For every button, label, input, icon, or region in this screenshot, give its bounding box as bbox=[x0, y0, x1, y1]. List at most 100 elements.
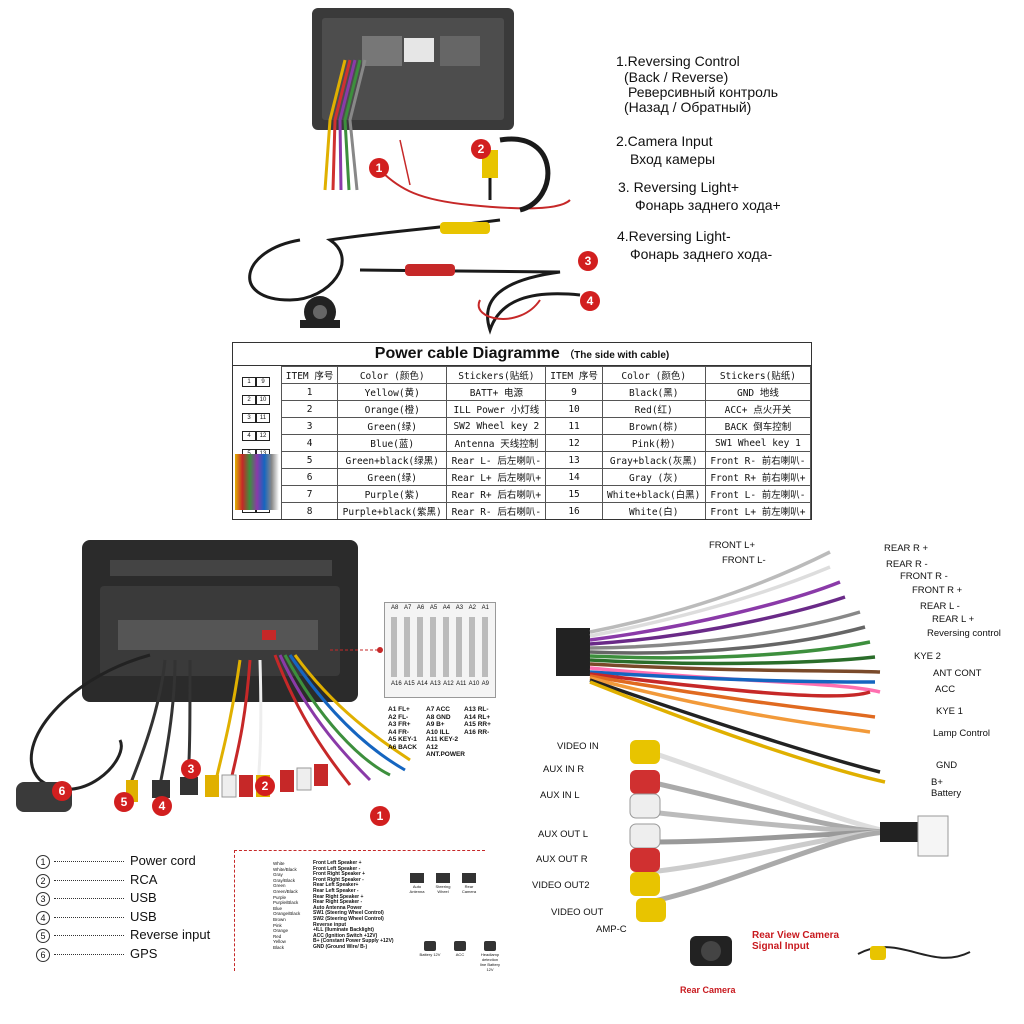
legend-number: 3 bbox=[36, 892, 50, 906]
pin-label: A10 bbox=[468, 681, 480, 687]
rca-label: VIDEO OUT2 bbox=[532, 880, 590, 891]
legend-leader bbox=[54, 879, 124, 881]
marker-3: 3 bbox=[578, 251, 598, 271]
harness-wire-label: KYE 1 bbox=[936, 706, 963, 717]
legend-leader bbox=[54, 861, 124, 862]
wire-color: Orange/Black bbox=[273, 911, 301, 917]
pin-label: A9 bbox=[481, 681, 489, 687]
pin-label: A7 bbox=[403, 605, 412, 611]
table-cell: 3 bbox=[280, 417, 339, 435]
table-header: Stickers(贴纸) bbox=[704, 366, 811, 384]
marker-4: 4 bbox=[580, 291, 600, 311]
wiring-bottom-icon-label: Battery 12V bbox=[419, 952, 441, 957]
table-header: ITEM 序号 bbox=[280, 366, 339, 384]
legend-leader bbox=[54, 953, 124, 955]
table-cell: Yellow(黄) bbox=[337, 383, 448, 401]
pin-legend-item: A9 B+ bbox=[426, 721, 445, 728]
harness-wire-label: Battery bbox=[931, 788, 962, 799]
table-cell: ACC+ 点火开关 bbox=[704, 400, 811, 418]
wiring-bottom-icon-label: ACC bbox=[455, 952, 465, 957]
pin-label: A11 bbox=[456, 681, 467, 687]
rca-label: AUX IN L bbox=[540, 790, 580, 801]
rear-camera-title: Rear View Camera bbox=[752, 930, 840, 941]
table-cell: Black(黑) bbox=[601, 383, 706, 401]
wire-color: Green/Black bbox=[273, 888, 298, 894]
pin-number: 2 bbox=[242, 395, 256, 405]
table-cell: 9 bbox=[545, 383, 603, 401]
harness-wire-label: KYE 2 bbox=[914, 651, 941, 662]
wire-function: Rear Left Speaker - bbox=[313, 887, 359, 894]
note-4-line: Фонарь заднего хода- bbox=[630, 246, 773, 262]
table-title: Power cable Diagramme bbox=[374, 345, 560, 362]
table-header: ITEM 序号 bbox=[545, 366, 603, 384]
power-cable-table-panel: Power cable Diagramme （The side with cab… bbox=[232, 342, 812, 520]
table-cell: 10 bbox=[545, 400, 603, 418]
wire-function: SW1 (Steering Wheel Control) bbox=[313, 910, 384, 917]
head-unit-wiring-photo bbox=[16, 540, 411, 812]
pin-legend-item: A7 ACC bbox=[426, 706, 450, 713]
wiring-icon-label: Rear Camera bbox=[461, 884, 477, 894]
table-cell: 13 bbox=[545, 451, 603, 469]
wiring-bottom-icon: Battery 12V bbox=[419, 941, 441, 972]
label-front-l-minus: FRONT L- bbox=[722, 555, 766, 566]
table-cell: Front L+ 前左喇叭+ bbox=[704, 502, 811, 519]
pin-legend-item bbox=[464, 736, 502, 744]
table-header: Stickers(贴纸) bbox=[446, 366, 547, 384]
pin-label: A5 bbox=[429, 605, 438, 611]
wire-color: Red bbox=[273, 933, 282, 939]
wire-color: Orange bbox=[273, 928, 289, 934]
pin-number: 3 bbox=[242, 413, 256, 423]
wiring-icon-label: Steering Wheel bbox=[435, 884, 451, 894]
pin-legend-item: A3 FR+ bbox=[388, 721, 411, 728]
harness-connector bbox=[556, 628, 590, 676]
table-cell: SW2 Wheel key 2 bbox=[446, 417, 547, 435]
harness-wire-label: REAR R - bbox=[886, 559, 928, 570]
table-cell: BATT+ 电源 bbox=[446, 383, 547, 401]
note-3-line: Фонарь заднего хода+ bbox=[635, 197, 781, 213]
table-header: Color (颜色) bbox=[601, 366, 706, 384]
table-cell: Gray+black(灰黑) bbox=[601, 451, 706, 469]
table-cell: Blue(蓝) bbox=[337, 434, 448, 452]
marker-1: 1 bbox=[369, 158, 389, 178]
rca-label: AUX OUT L bbox=[538, 829, 588, 840]
pin-number: 12 bbox=[256, 431, 270, 441]
marker-1: 1 bbox=[370, 806, 390, 826]
table-cell: Purple+black(紫黑) bbox=[337, 502, 448, 519]
pin-legend-item: A15 RR+ bbox=[464, 721, 491, 728]
wire-color: Brown bbox=[273, 916, 286, 922]
wire-color: White/Black bbox=[273, 866, 297, 872]
pin-number: 1 bbox=[242, 377, 256, 387]
legend-number: 4 bbox=[36, 910, 50, 925]
pin-number: 10 bbox=[256, 395, 270, 405]
table-cell: Green+black(绿黑) bbox=[337, 451, 448, 469]
table-cell: 12 bbox=[545, 434, 603, 452]
rca-label: AUX OUT R bbox=[536, 854, 588, 865]
harness-wire-label: REAR R + bbox=[884, 543, 929, 554]
harness-diagram bbox=[556, 550, 971, 966]
pin-legend-item bbox=[464, 744, 502, 759]
wire-function: GND (Ground Wire/ B-) bbox=[313, 943, 368, 950]
table-cell: BACK 倒车控制 bbox=[704, 417, 811, 435]
note-4-title: 4.Reversing Light- bbox=[617, 228, 731, 244]
wiring-icon: Rear Camera bbox=[459, 873, 479, 894]
table-cell: GND 地线 bbox=[704, 383, 811, 401]
table-cell: Rear L- 后左喇叭- bbox=[446, 451, 547, 469]
rca-label: VIDEO IN bbox=[557, 741, 599, 752]
pin-label: A3 bbox=[455, 605, 464, 611]
marker-6: 6 bbox=[52, 781, 72, 801]
table-cell: 1 bbox=[280, 383, 339, 401]
wire-function: Auto Antenna Power bbox=[313, 904, 362, 911]
legend-number: 1 bbox=[36, 855, 50, 869]
wiring-icon-label: Auto Antenna bbox=[409, 884, 425, 894]
